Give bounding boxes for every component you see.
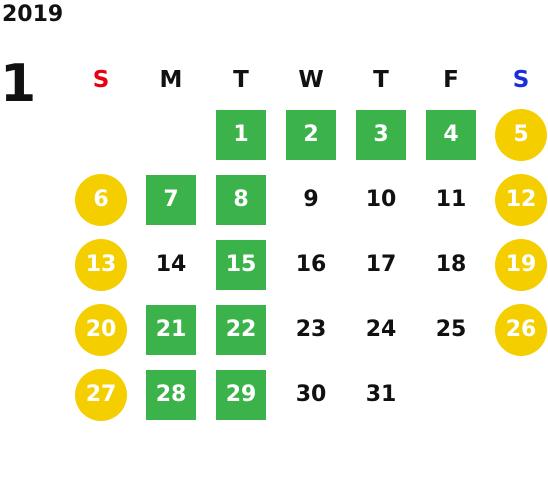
day-number: 9 [303,187,319,212]
weekday-header: F [443,67,459,93]
day-number: 5 [513,122,529,147]
day-cell: 25 [416,297,486,362]
day-cell: 20 [66,297,136,362]
day-number: 6 [93,187,109,212]
day-number: 15 [225,252,257,277]
weekday-header: M [159,67,183,93]
day-cell: 28 [136,362,206,427]
empty-day-cell [136,102,206,167]
day-cell: 30 [276,362,346,427]
day-cell: 15 [206,232,276,297]
day-number: 10 [365,187,397,212]
day-cell: 18 [416,232,486,297]
day-cell: 5 [486,102,548,167]
day-number: 13 [85,252,117,277]
day-cell: 10 [346,167,416,232]
day-number: 17 [365,252,397,277]
day-number: 23 [295,317,327,342]
day-cell: 27 [66,362,136,427]
day-number: 28 [155,382,187,407]
day-number: 16 [295,252,327,277]
day-cell: 3 [346,102,416,167]
day-cell: 24 [346,297,416,362]
day-cell: 23 [276,297,346,362]
day-cell: 13 [66,232,136,297]
day-cell: 19 [486,232,548,297]
day-number: 31 [365,382,397,407]
day-number: 29 [225,382,257,407]
day-number: 24 [365,317,397,342]
day-cell: 31 [346,362,416,427]
day-number: 7 [163,187,179,212]
day-cell: 29 [206,362,276,427]
day-number: 1 [233,122,249,147]
weekday-header: W [298,67,324,93]
day-number: 11 [435,187,467,212]
day-number: 25 [435,317,467,342]
day-number: 4 [443,122,459,147]
day-cell: 1 [206,102,276,167]
day-cell: 9 [276,167,346,232]
day-cell: 22 [206,297,276,362]
day-cell: 12 [486,167,548,232]
day-number: 27 [85,382,117,407]
day-cell: 4 [416,102,486,167]
weekday-header: S [92,67,110,93]
calendar-month: 1 [0,54,37,114]
day-cell: 8 [206,167,276,232]
day-number: 21 [155,317,187,342]
day-cell: 16 [276,232,346,297]
day-number: 3 [373,122,389,147]
day-number: 12 [505,187,537,212]
empty-day-cell [416,362,486,427]
day-cell: 26 [486,297,548,362]
empty-day-cell [486,362,548,427]
day-number: 14 [155,252,187,277]
day-cell: 2 [276,102,346,167]
weekday-header: T [373,67,389,93]
day-cell: 17 [346,232,416,297]
day-number: 19 [505,252,537,277]
day-number: 8 [233,187,249,212]
day-cell: 14 [136,232,206,297]
empty-day-cell [66,102,136,167]
weekday-header: S [512,67,530,93]
day-number: 2 [303,122,319,147]
calendar-year: 2019 [2,2,64,27]
day-number: 26 [505,317,537,342]
day-cell: 11 [416,167,486,232]
day-cell: 7 [136,167,206,232]
day-number: 22 [225,317,257,342]
day-cell: 6 [66,167,136,232]
day-number: 18 [435,252,467,277]
day-number: 30 [295,382,327,407]
weekday-header: T [233,67,249,93]
day-cell: 21 [136,297,206,362]
day-number: 20 [85,317,117,342]
